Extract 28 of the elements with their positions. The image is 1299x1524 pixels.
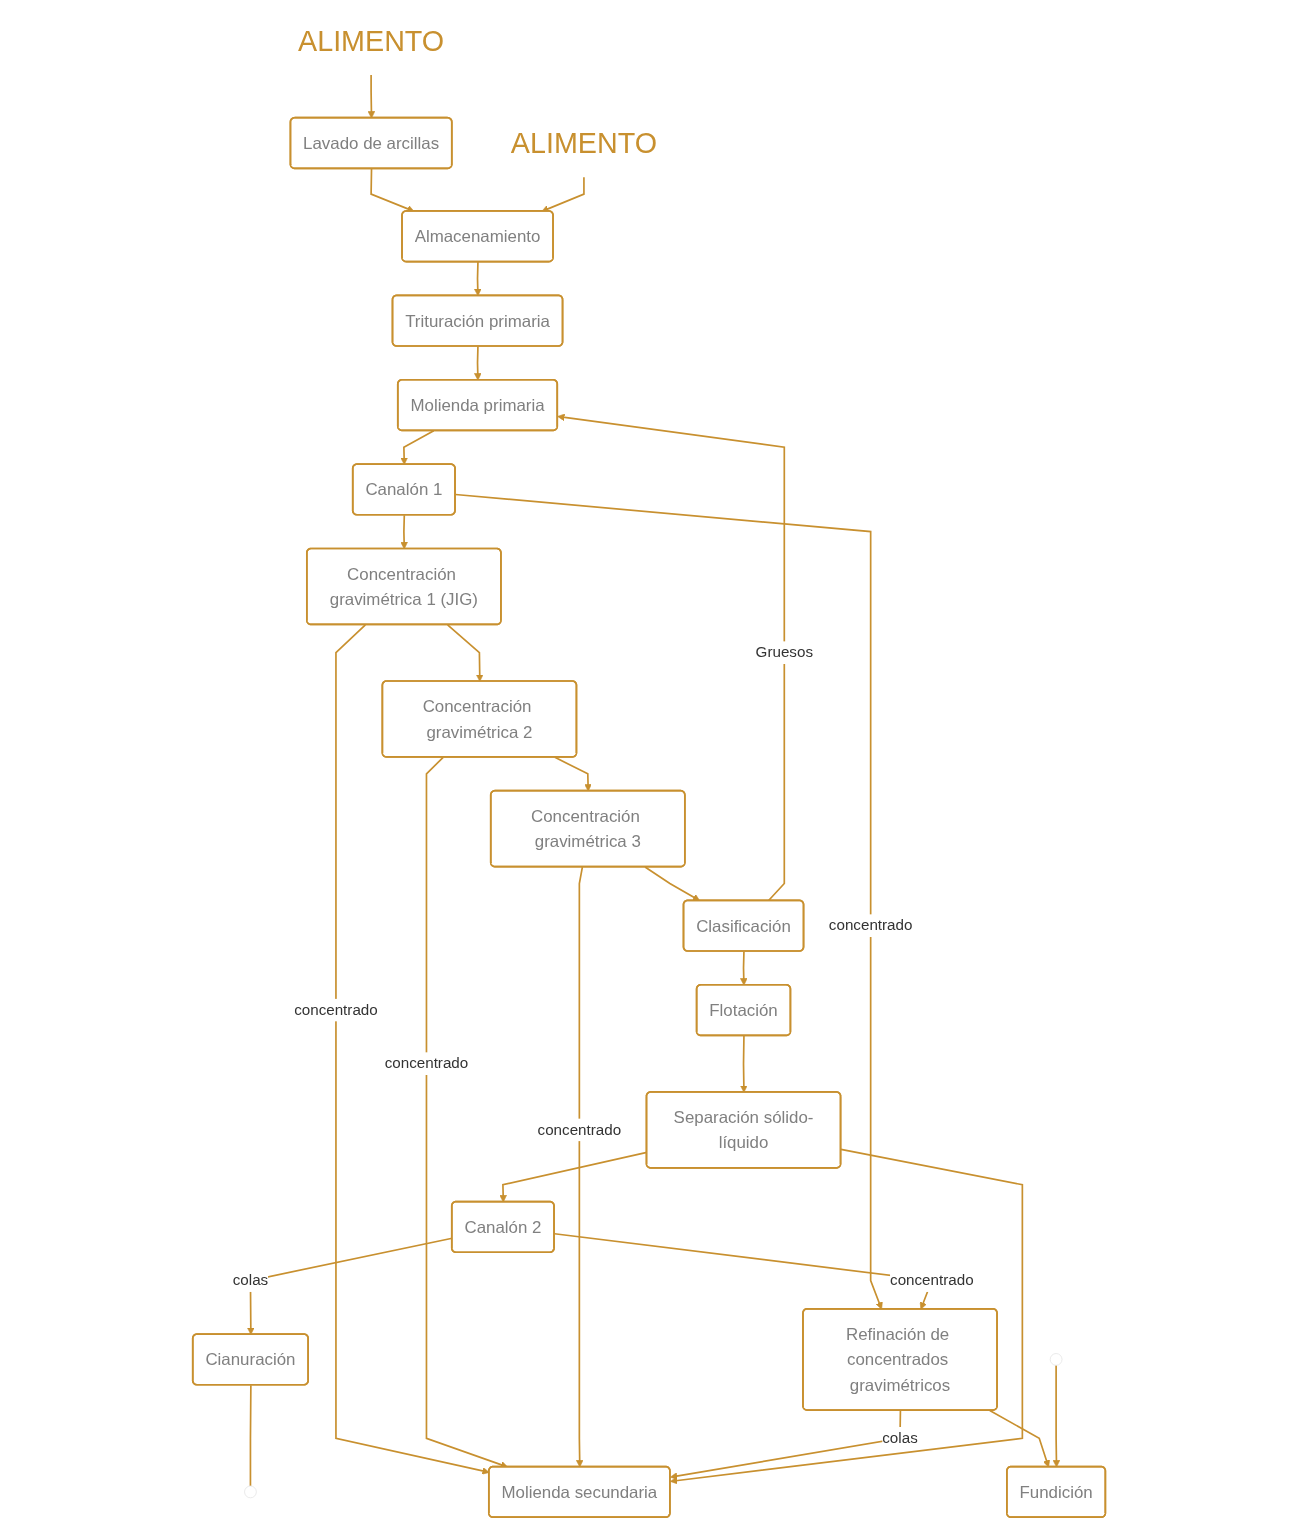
edge-label: concentrado	[385, 1054, 469, 1072]
arrow	[554, 756, 593, 792]
arrow	[400, 429, 436, 465]
arrow	[1053, 1364, 1061, 1468]
arrow	[455, 493, 884, 1310]
edge-label: concentrado	[829, 916, 913, 934]
arrow	[576, 866, 584, 1468]
edge-label: concentrado	[890, 1271, 975, 1289]
edge-label: colas	[882, 1429, 919, 1447]
arrow	[670, 1409, 902, 1480]
arrow	[474, 345, 482, 381]
connector	[250, 1384, 253, 1487]
arrow	[368, 74, 376, 119]
arrow	[557, 413, 786, 902]
arrow	[670, 1148, 1024, 1485]
arrow	[740, 1034, 748, 1093]
edge-label: concentrado	[294, 1001, 379, 1019]
arrow	[989, 1409, 1051, 1468]
edge-label: concentrado	[537, 1121, 622, 1138]
arrow	[400, 514, 409, 550]
node-text: ALIMENTO	[511, 126, 658, 159]
arrow	[740, 950, 748, 986]
edge-label: colas	[233, 1271, 269, 1289]
edge-label: Gruesos	[756, 643, 814, 661]
arrow	[474, 261, 482, 297]
node-text: ALIMENTO	[298, 24, 445, 57]
arrow	[644, 866, 701, 902]
arrow	[447, 624, 484, 682]
